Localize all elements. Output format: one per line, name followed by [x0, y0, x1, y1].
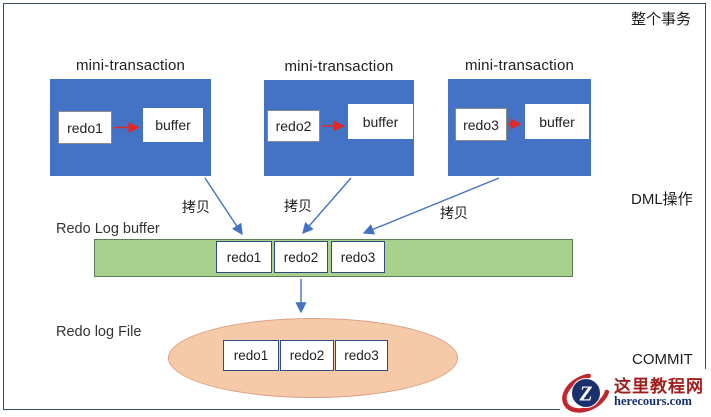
buffer-slot-redo1: redo1 — [216, 241, 272, 273]
site-name: 这里教程网 — [614, 376, 704, 396]
file-slot-redo3: redo3 — [335, 340, 388, 371]
copy-label-2: 拷贝 — [284, 198, 312, 214]
redo2-box: redo2 — [267, 110, 320, 142]
redo3-box: redo3 — [455, 108, 507, 141]
mini-transaction-title-3: mini-transaction — [464, 57, 575, 74]
dml-operation-label: DML操作 — [631, 191, 693, 208]
diagram-outer-frame — [3, 3, 706, 410]
mini-transaction-title-1: mini-transaction — [75, 57, 186, 74]
site-logo-icon: Z — [562, 373, 610, 413]
mini-transaction-title-2: mini-transaction — [284, 58, 394, 75]
whole-transaction-label: 整个事务 — [631, 11, 692, 28]
logo-letter: Z — [579, 382, 593, 406]
redo-log-file-label: Redo log File — [56, 324, 142, 340]
commit-label: COMMIT — [632, 351, 693, 368]
file-slot-redo1: redo1 — [223, 340, 279, 371]
redo-log-buffer-label: Redo Log buffer — [56, 221, 160, 237]
file-slot-redo2: redo2 — [280, 340, 334, 371]
copy-label-3: 拷贝 — [440, 205, 468, 221]
site-watermark: Z 这里教程网 herecours.com — [560, 369, 711, 417]
copy-label-1: 拷贝 — [182, 199, 210, 215]
buffer-slot-redo2: redo2 — [274, 241, 328, 273]
buffer-box-1: buffer — [143, 108, 203, 142]
site-url: herecours.com — [614, 394, 692, 409]
redo1-box: redo1 — [58, 111, 112, 144]
buffer-box-3: buffer — [525, 104, 589, 139]
buffer-slot-redo3: redo3 — [331, 241, 385, 273]
buffer-box-2: buffer — [348, 104, 413, 139]
